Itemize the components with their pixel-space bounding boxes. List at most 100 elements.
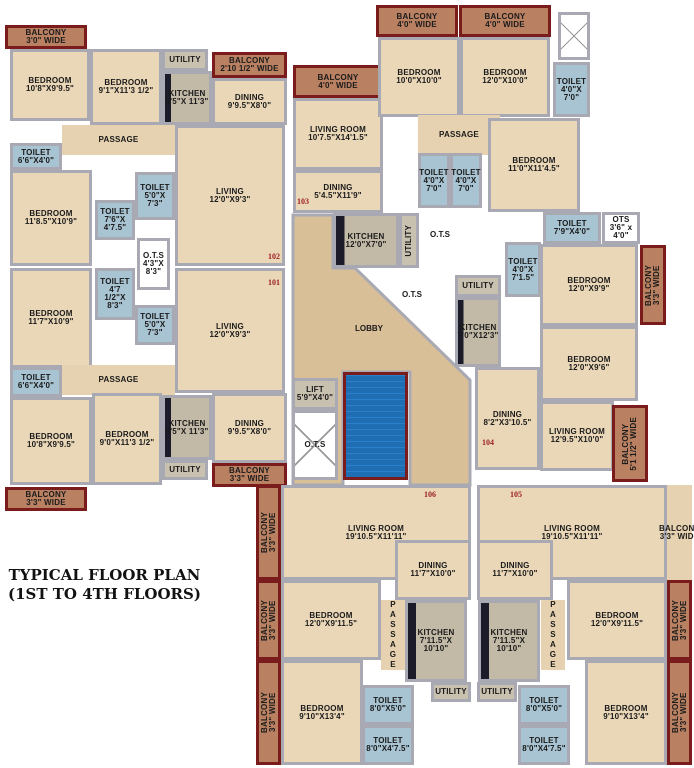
title-line-2: (1ST TO 4TH FLOORS) <box>8 585 201 603</box>
room-size: 12'0"X9'3" <box>209 329 251 339</box>
room-size: 3'3" WIDE <box>26 498 66 507</box>
room-size: 7'0"X12'3" <box>457 331 499 340</box>
flat-number-101: 101 <box>268 278 280 287</box>
room-name: KITCHEN <box>347 231 385 241</box>
room-utility: UTILITY <box>477 682 517 702</box>
ots-shaft: O.T.S <box>292 410 338 480</box>
ots-shaft-top <box>558 12 590 60</box>
room-name: BALCONY <box>484 12 526 21</box>
room-utility: UTILITY <box>431 682 471 702</box>
flat-number-102: 102 <box>268 252 280 261</box>
room-name: BEDROOM <box>567 354 611 364</box>
room-size: 3'0" WIDE <box>26 36 66 45</box>
title-line-1: TYPICAL FLOOR PLAN <box>8 566 201 584</box>
room-size: 7'11.5"X 10'10" <box>419 636 453 653</box>
room-size: 4'0" WIDE <box>397 20 437 29</box>
lobby-label: LOBBY <box>355 324 383 333</box>
room-name: BEDROOM <box>300 703 344 713</box>
room-size: 11'7"X10'0" <box>410 569 456 578</box>
room-name: TOILET <box>419 167 449 177</box>
room-name: LIVING <box>216 186 244 196</box>
room-name: BEDROOM <box>29 209 73 218</box>
flat-number-106: 106 <box>424 490 436 499</box>
room-size: 3'6" x 4'0" <box>609 223 633 240</box>
room-size: 12'0"X9'9" <box>568 284 610 293</box>
room-name: DINING <box>234 92 265 102</box>
room-name: KITCHEN <box>459 323 497 332</box>
room-size: 9'9.5"X8'0" <box>227 100 272 110</box>
room-name: TOILET <box>529 736 559 745</box>
room-size: 9'9.5"X8'0" <box>227 427 272 436</box>
room-size: 3'3" WIDE <box>267 512 277 553</box>
room-name: BALCONY <box>229 466 270 475</box>
room-size: 3'3" WIDE <box>678 692 688 733</box>
room-utility: UTILITY <box>162 460 208 480</box>
room-size: 12'9.5"X10'0" <box>550 435 604 444</box>
room-name: PASSAGE <box>439 130 479 139</box>
room-name: KITCHEN <box>168 89 206 98</box>
room-size: 7'6"X 4'7.5" <box>103 215 127 232</box>
room-name: PASSAGE <box>389 600 397 669</box>
room-size: 11'7"X10'9" <box>28 317 74 326</box>
room-name: BALCONY <box>317 72 359 82</box>
room-name: DINING <box>492 409 523 419</box>
room-name: TOILET <box>100 207 130 216</box>
room-name: BALCONY <box>396 12 438 21</box>
room-name: TOILET <box>373 696 403 705</box>
room-name: TOILET <box>451 167 481 177</box>
room-name: TOILET <box>21 147 51 157</box>
room-size: 6'5"X 11'3" <box>165 426 209 436</box>
room-size: 3'3" WIDE <box>229 474 270 483</box>
room-name: BEDROOM <box>397 68 441 77</box>
room-name: BEDROOM <box>29 432 73 441</box>
room-size: 2'10 1/2" WIDE <box>220 64 279 73</box>
room-name: TOILET <box>140 312 170 321</box>
room-utility: UTILITY <box>162 49 208 71</box>
room-name: PASSAGE <box>98 135 139 144</box>
room-name: BEDROOM <box>104 78 148 87</box>
room-name: OTS <box>612 215 630 224</box>
room-size: 5'4.5"X11'9" <box>314 190 362 200</box>
room-name: LIVING ROOM <box>310 125 366 134</box>
room-size: 12'0"X7'0" <box>345 239 387 249</box>
room-size: 4'0" WIDE <box>318 80 358 90</box>
room-name: PASSAGE <box>549 600 557 669</box>
room-name: BEDROOM <box>105 430 149 439</box>
room-size: 8'0"X4'7.5" <box>522 744 566 753</box>
room-name: TOILET <box>557 219 587 228</box>
room-size: 4'0"X 7'0" <box>423 175 445 193</box>
room-name: UTILITY <box>169 55 201 64</box>
room-size: 4'0"X 7'0" <box>455 175 477 193</box>
room-size: 8'0"X5'0" <box>525 704 563 713</box>
room-size: 12'0"X9'6" <box>568 362 610 372</box>
room-size: 19'10.5"X11'11" <box>345 531 407 541</box>
room-size: 10'7.5"X14'1.5" <box>308 133 368 142</box>
room-name: TOILET <box>529 696 559 705</box>
